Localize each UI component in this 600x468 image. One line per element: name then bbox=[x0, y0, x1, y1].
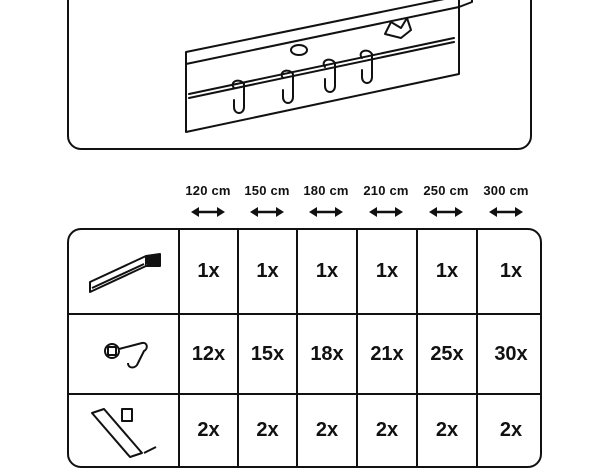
size-column-header: 300 cm bbox=[476, 183, 536, 217]
quantity-cell: 15x bbox=[250, 342, 285, 365]
column-divider bbox=[178, 230, 180, 466]
row-divider bbox=[69, 313, 540, 315]
end-cap-icon bbox=[90, 407, 156, 458]
size-column-header: 180 cm bbox=[296, 183, 356, 217]
rail-with-hooks-illustration bbox=[185, 0, 473, 133]
double-arrow-icon bbox=[309, 207, 343, 217]
size-column-header: 210 cm bbox=[356, 183, 416, 217]
column-divider bbox=[296, 230, 298, 466]
row-icon-cell bbox=[69, 395, 178, 466]
rail-illustration-panel bbox=[67, 0, 532, 150]
column-divider bbox=[237, 230, 239, 466]
quantity-cell: 12x bbox=[191, 342, 226, 365]
size-column-header: 250 cm bbox=[416, 183, 476, 217]
double-arrow-icon bbox=[429, 207, 463, 217]
double-arrow-icon bbox=[250, 207, 284, 217]
row-icon-cell bbox=[69, 315, 178, 393]
size-label: 180 cm bbox=[303, 183, 349, 198]
size-column-header: 120 cm bbox=[178, 183, 238, 217]
size-label: 300 cm bbox=[483, 183, 529, 198]
curtain-rail-icon bbox=[88, 252, 161, 293]
quantity-cell: 2x bbox=[499, 418, 523, 441]
size-label: 250 cm bbox=[423, 183, 469, 198]
quantity-cell: 1x bbox=[435, 260, 459, 282]
size-column-header: 150 cm bbox=[237, 183, 297, 217]
column-divider bbox=[476, 230, 478, 466]
quantity-cell: 1x bbox=[375, 260, 399, 282]
quantity-table: 1x 1x 1x 1x 1x 1x 12x 15x 18x 21x 25x 30… bbox=[67, 228, 542, 468]
quantity-cell: 25x bbox=[430, 342, 464, 365]
row-icon-cell bbox=[69, 230, 178, 313]
size-label: 150 cm bbox=[244, 183, 290, 198]
quantity-cell: 1x bbox=[197, 260, 220, 282]
column-divider bbox=[416, 230, 418, 466]
row-divider bbox=[69, 393, 540, 395]
quantity-cell: 18x bbox=[310, 342, 344, 365]
quantity-cell: 2x bbox=[256, 418, 279, 441]
glider-hook-icon bbox=[103, 341, 148, 369]
quantity-cell: 2x bbox=[375, 418, 399, 441]
size-label: 120 cm bbox=[185, 183, 231, 198]
quantity-cell: 2x bbox=[315, 418, 339, 441]
quantity-cell: 21x bbox=[370, 342, 404, 365]
quantity-cell: 30x bbox=[494, 342, 528, 365]
quantity-cell: 1x bbox=[256, 260, 279, 282]
quantity-cell: 1x bbox=[499, 260, 523, 282]
size-label: 210 cm bbox=[363, 183, 409, 198]
double-arrow-icon bbox=[191, 207, 225, 217]
quantity-cell: 2x bbox=[435, 418, 459, 441]
double-arrow-icon bbox=[489, 207, 523, 217]
double-arrow-icon bbox=[369, 207, 403, 217]
column-divider bbox=[356, 230, 358, 466]
quantity-cell: 1x bbox=[315, 260, 339, 282]
quantity-cell: 2x bbox=[197, 418, 220, 441]
